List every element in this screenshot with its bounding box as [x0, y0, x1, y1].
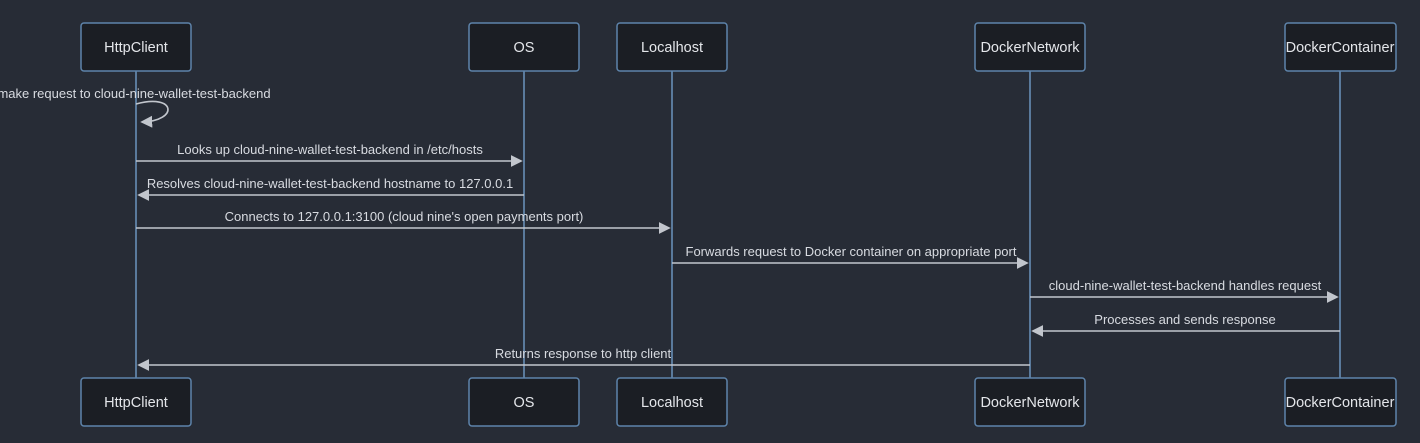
- actor-label-httpclient: HttpClient: [104, 40, 168, 56]
- participant-bottom-dockercontainer: DockerContainer: [1284, 377, 1397, 427]
- actor-box: [80, 22, 192, 72]
- message-label-connect-port: Connects to 127.0.0.1:3100 (cloud nine's…: [225, 209, 584, 224]
- message-label-returns-response: Returns response to http client: [495, 346, 672, 361]
- actor-box: [80, 377, 192, 427]
- participant-top-dockercontainer: DockerContainer: [1284, 22, 1397, 72]
- actor-box: [468, 22, 580, 72]
- participant-top-httpclient: HttpClient: [80, 22, 192, 72]
- message-label-forward-request: Forwards request to Docker container on …: [686, 244, 1017, 259]
- participant-bottom-httpclient: HttpClient: [80, 377, 192, 427]
- actor-label-os: OS: [514, 395, 535, 411]
- actor-label-localhost: Localhost: [641, 40, 703, 56]
- actor-label-dockernetwork: DockerNetwork: [980, 40, 1080, 56]
- actor-box: [468, 377, 580, 427]
- message-label-handles-request: cloud-nine-wallet-test-backend handles r…: [1049, 278, 1322, 293]
- message-label-sends-response: Processes and sends response: [1094, 312, 1275, 327]
- participant-top-localhost: Localhost: [616, 22, 728, 72]
- actor-label-localhost: Localhost: [641, 395, 703, 411]
- participant-bottom-os: OS: [468, 377, 580, 427]
- actor-box: [616, 22, 728, 72]
- actor-label-dockercontainer: DockerContainer: [1286, 395, 1395, 411]
- message-label-lookup-hosts: Looks up cloud-nine-wallet-test-backend …: [177, 142, 483, 157]
- actor-box: [1284, 22, 1397, 72]
- participant-top-dockernetwork: DockerNetwork: [974, 22, 1086, 72]
- actor-box: [974, 22, 1086, 72]
- participant-bottom-localhost: Localhost: [616, 377, 728, 427]
- actor-label-dockernetwork: DockerNetwork: [980, 395, 1080, 411]
- self-loop-arrow: [135, 100, 169, 128]
- actor-label-os: OS: [514, 40, 535, 56]
- participant-top-os: OS: [468, 22, 580, 72]
- message-label-self-request: make request to cloud-nine-wallet-test-b…: [0, 86, 271, 101]
- actor-label-httpclient: HttpClient: [104, 395, 168, 411]
- actor-box: [1284, 377, 1397, 427]
- actor-label-dockercontainer: DockerContainer: [1286, 40, 1395, 56]
- message-label-resolve-hostname: Resolves cloud-nine-wallet-test-backend …: [147, 176, 513, 191]
- actor-box: [616, 377, 728, 427]
- participant-bottom-dockernetwork: DockerNetwork: [974, 377, 1086, 427]
- actor-box: [974, 377, 1086, 427]
